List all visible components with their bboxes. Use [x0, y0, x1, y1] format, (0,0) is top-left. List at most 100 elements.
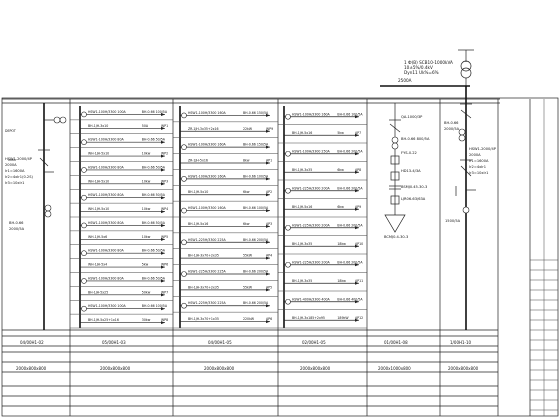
panel-id-3: 04/00H1-05	[208, 340, 232, 345]
feeder-breaker-text: WH-1JH-5x10	[88, 179, 109, 183]
feeder-ct-text: BH-0.66 50/5A	[142, 138, 166, 142]
meter-symbol	[285, 298, 291, 305]
comp-item-2: BH-0.66 800/5A	[401, 137, 430, 141]
feeder-breaker-text: BH-1JH-5x16	[292, 131, 312, 135]
arrow-icon	[355, 115, 359, 119]
feeder-breaker-text: HSW1-100H/3300 80A	[88, 249, 124, 253]
comp-item-5: BSMJ0.45-30-3	[401, 185, 427, 189]
arrow-icon	[355, 152, 359, 156]
feeder-ct-text: 6kw	[243, 222, 250, 226]
arrow-icon	[266, 193, 270, 197]
feeder-ct-text: 6kw	[337, 168, 344, 172]
feeder-load-id: AP2	[266, 190, 272, 194]
feeder-ct-text: BH-0.66 200/5A	[243, 301, 269, 305]
feeder-load-id: AP12	[355, 316, 363, 320]
feeder-breaker-text: ZR-1JH-5x16	[188, 159, 208, 163]
comp-bottom-text: BCMJ0.4-30-3	[384, 235, 408, 239]
arrow-icon	[266, 145, 270, 149]
feeder-load-id: WP9	[266, 127, 273, 131]
feeder-row: HSW1-225H/3300 225A BH-0.66 200/5A	[173, 238, 278, 249]
feeder-breaker-text: WH-1JH-5x4	[88, 263, 107, 267]
feeder-breaker-text: HSW1-100H/3300 160A	[188, 111, 227, 115]
comp-item-6: LJR06-63/63A	[401, 197, 426, 201]
bottom-table: 04/00H1-02 05/00H1-03 04/00H1-05 02/00H1…	[16, 340, 479, 371]
feeder-load-id: AP11	[355, 279, 363, 283]
feeder-ct-text: 5kw	[142, 263, 149, 267]
feeder-breaker-text: BH-1JH-3x70+2x35	[188, 254, 219, 258]
feeder-breaker-text: BH-1JH-3x35	[292, 279, 312, 283]
incoming-breaker-line-2: 2000A	[5, 163, 17, 167]
feeder-breaker-text: HSW1-225H/3300 225A	[188, 270, 227, 274]
feeder-ct-text: BH-0.66 100/5A	[243, 206, 269, 210]
feeder-ct-text: BH-0.66 200/5A	[243, 238, 269, 242]
feeder-load-id: WP8	[161, 318, 168, 322]
arrow-icon	[161, 210, 165, 214]
feeder-breaker-text: HSW1-100H/3300 160A	[188, 206, 227, 210]
comp-item-4: HD13-4/3A	[401, 169, 421, 173]
feeder-load-id: WP5	[161, 235, 168, 239]
panel-size-1: 2000x800x800	[16, 366, 47, 371]
feeder-breaker-text: HSW1-400H/3300 400A	[292, 297, 331, 301]
feeder-breaker-text: BH-1JH-3x70+1x35	[188, 317, 219, 321]
arrow-icon	[266, 209, 270, 213]
feeder-load-id: WP2	[161, 152, 168, 156]
feeder-ct-text: 6kw	[243, 190, 250, 194]
feeder-breaker-text: WH-1JH-5x10	[88, 152, 109, 156]
feeder-ct-text: 189kW	[337, 316, 349, 320]
incoming-breaker-line-5: Ir3=10xIr1	[5, 181, 24, 185]
right-breaker-line-1: HSW1-2000/4P	[469, 147, 497, 151]
feeder-ct-text: 220kW	[243, 317, 255, 321]
feeder-breaker-text: HSW1-225H/3300 225A	[188, 238, 227, 242]
feeder-ct-text: 22kW	[243, 127, 253, 131]
arrow-icon	[161, 223, 165, 227]
feeder-load-id: WP3	[161, 179, 168, 183]
arrow-icon	[266, 113, 270, 117]
meter-symbol	[181, 176, 187, 182]
comp-item-1: QA-1000/3P	[401, 115, 423, 119]
panel-id-1: 04/00H1-02	[20, 340, 44, 345]
feeder-ct-text: 18kw	[337, 242, 346, 246]
feeder-ct-text: BH-0.66 200/5A	[337, 260, 363, 264]
arrow-icon	[266, 272, 270, 276]
meter-symbol	[181, 207, 187, 214]
arrow-icon	[266, 304, 270, 308]
feeder-load-id: WP4	[161, 207, 168, 211]
transformer-group: Dyn11 Uk%=6%	[404, 70, 439, 75]
feeder-breaker-text: WH-1JH-5x10	[88, 207, 109, 211]
arrow-icon	[161, 140, 165, 144]
feeder-breaker-text: BH-1JH-3x70+2x35	[188, 285, 219, 289]
feeder-load-id: WP6	[161, 263, 168, 267]
meter-symbol	[181, 112, 187, 119]
feeder-ct-text: 5kw	[337, 131, 344, 135]
arrow-icon	[266, 288, 270, 292]
feeder-breaker-text: HSW1-225H/3300 200A	[292, 260, 331, 264]
meter-symbol	[181, 302, 187, 309]
arrow-icon	[355, 300, 359, 304]
feeder-breaker-text: BH-1JH-3x185+2x95	[292, 316, 325, 320]
arrow-icon	[161, 265, 165, 269]
right-panel: HSW1-2000/4P 2000A Ir1=1600A Ir2=4xIr1 I…	[444, 86, 497, 330]
frame	[1, 97, 559, 417]
arrow-icon	[161, 293, 165, 297]
feeder-ct-text: 10kw	[142, 179, 151, 183]
arrow-icon	[161, 307, 165, 311]
feeder-breaker-text: HSW1-100H/3300 250A	[292, 149, 331, 153]
feeder-ct-text: 18kw	[337, 279, 346, 283]
arrow-icon	[266, 161, 270, 165]
arrow-icon	[355, 244, 359, 248]
